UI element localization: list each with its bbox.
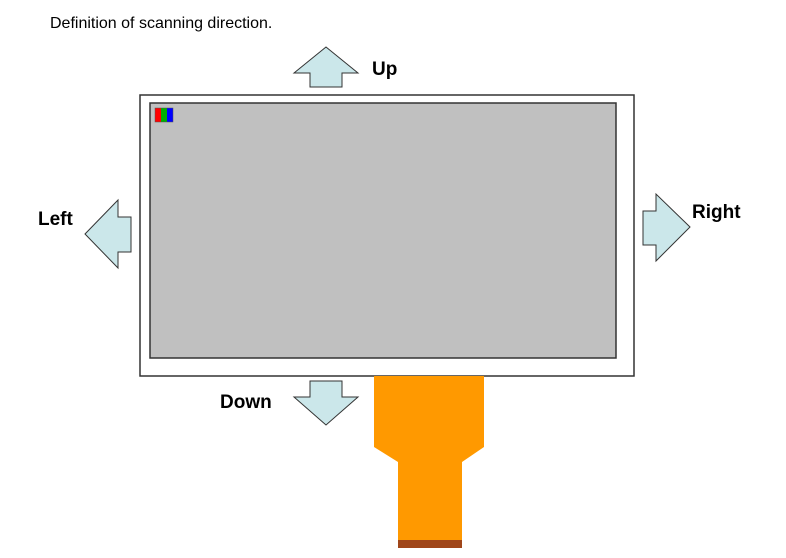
direction-label-up: Up [372,59,398,80]
direction-label-right: Right [692,202,741,223]
first-pixel-rgb [154,107,174,123]
direction-label-left: Left [38,209,73,230]
diagram-caption: Definition of scanning direction. [50,15,273,32]
pixel-red [155,108,161,122]
pixel-outline [154,107,174,123]
pixel-green [161,108,167,122]
pixel-blue [167,108,173,122]
fpc-flex-cable [374,376,484,546]
down-arrow-icon [292,380,360,426]
fpc-contact-tip [398,540,462,548]
right-arrow-icon [642,192,691,263]
direction-label-down: Down [220,392,272,413]
left-arrow-icon [84,198,132,270]
up-arrow-icon [292,46,360,88]
lcd-active-area [149,102,617,359]
